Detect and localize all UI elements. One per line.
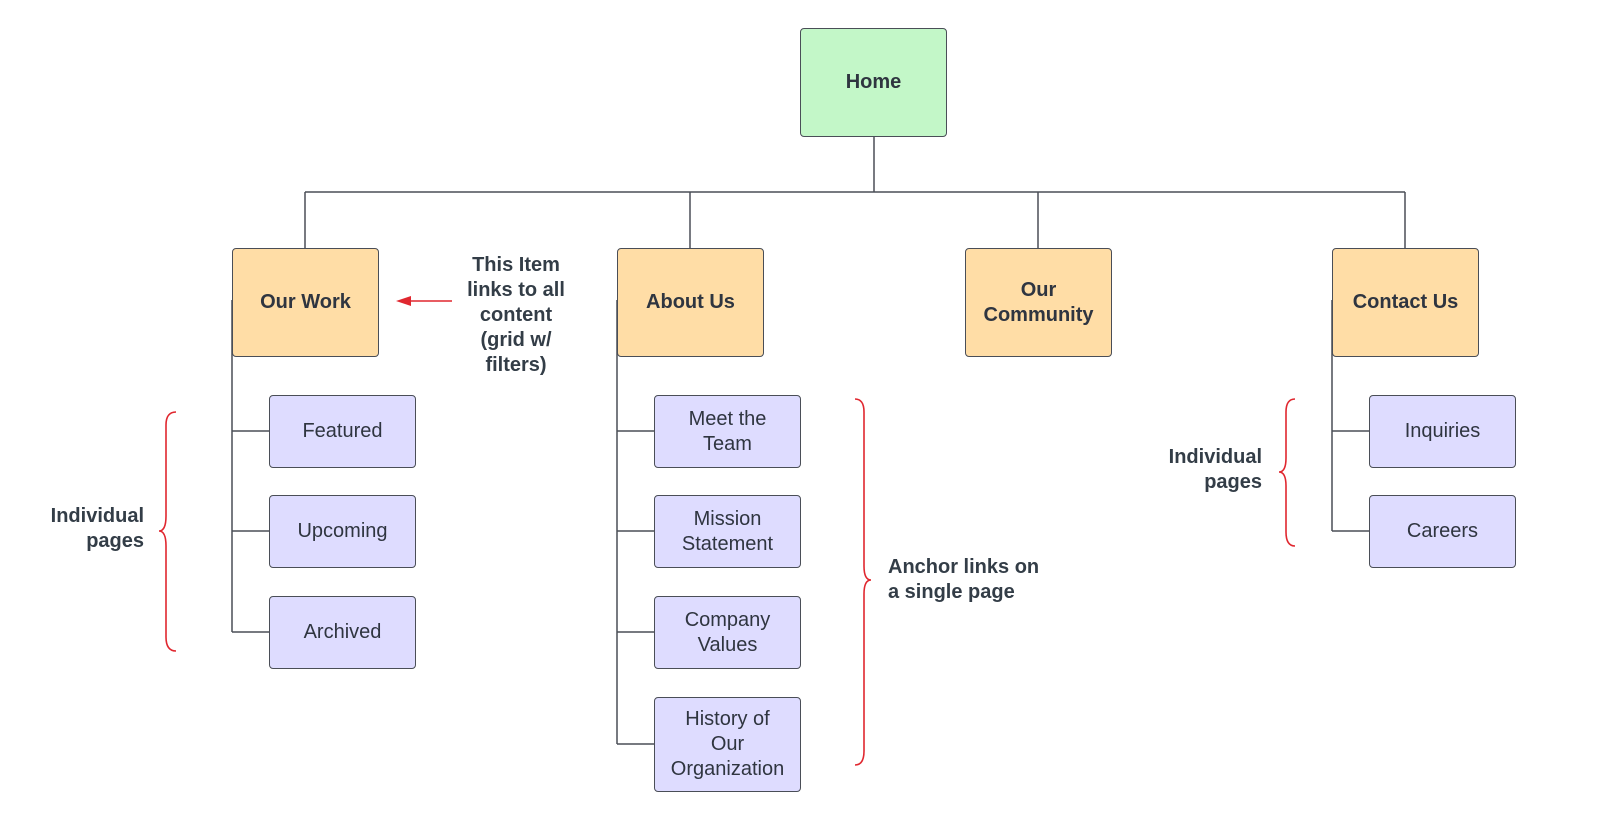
- right-brace: [1278, 398, 1296, 547]
- left-individual-pages-label: Individual pages: [50, 505, 144, 552]
- page-featured[interactable]: Featured: [269, 395, 416, 468]
- page-inquiries[interactable]: Inquiries: [1369, 395, 1516, 468]
- arrow-head: [396, 296, 411, 306]
- our-community-node[interactable]: Our Community: [965, 248, 1112, 357]
- left-brace: [158, 411, 177, 652]
- anchor-brace: [854, 398, 872, 766]
- page-company-values[interactable]: Company Values: [654, 596, 801, 669]
- home-node[interactable]: Home: [800, 28, 947, 137]
- about-us-node[interactable]: About Us: [617, 248, 764, 357]
- anchor-links-label: Anchor links on a single page: [888, 556, 1040, 603]
- page-archived[interactable]: Archived: [269, 596, 416, 669]
- page-meet-the-team[interactable]: Meet the Team: [654, 395, 801, 468]
- page-history-of-our-organization[interactable]: History of Our Organization: [654, 697, 801, 792]
- page-mission-statement[interactable]: Mission Statement: [654, 495, 801, 568]
- page-upcoming[interactable]: Upcoming: [269, 495, 416, 568]
- page-careers[interactable]: Careers: [1369, 495, 1516, 568]
- right-individual-pages-label: Individual pages: [1168, 446, 1262, 493]
- our-work-node[interactable]: Our Work: [232, 248, 379, 357]
- contact-us-node[interactable]: Contact Us: [1332, 248, 1479, 357]
- our-work-annotation: This Item links to all content (grid w/ …: [467, 254, 565, 376]
